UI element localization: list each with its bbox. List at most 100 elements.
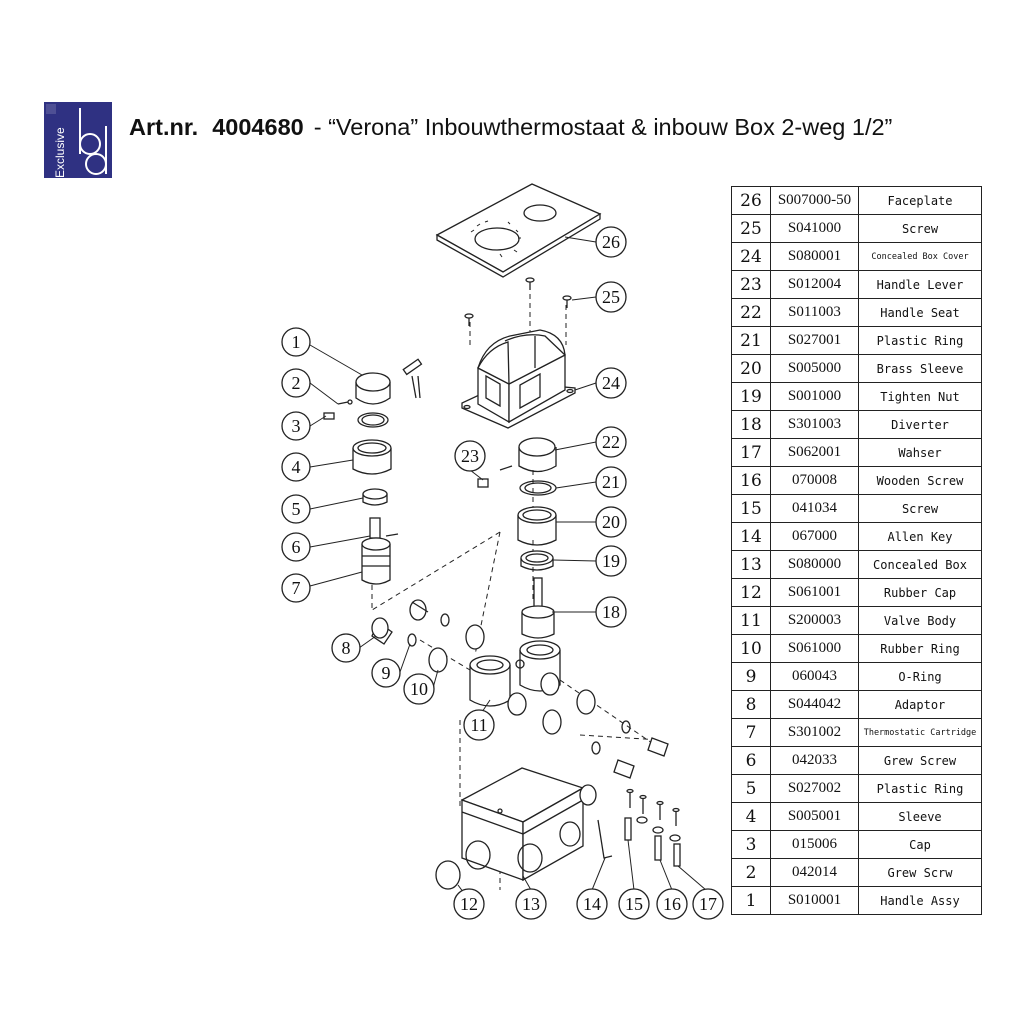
handle-seat-part [518,437,557,473]
box-cover-part [461,329,576,429]
part-code: S005001 [770,802,859,831]
part-name: Plastic Ring [858,326,982,355]
svg-text:6: 6 [292,537,301,557]
callout-17: 17 [692,888,724,920]
svg-text:21: 21 [602,472,620,492]
part-number: 13 [731,550,771,579]
callout-25: 25 [595,281,627,313]
callout-8: 8 [331,633,361,663]
part-number: 7 [731,718,771,747]
diverter-part [521,577,555,639]
part-name: Cap [858,830,982,859]
sleeve-part [352,439,392,475]
svg-text:26: 26 [602,232,620,252]
part-number: 22 [731,298,771,327]
brass-sleeve-part [517,506,557,546]
part-code: S010001 [770,886,859,915]
part-number: 3 [731,830,771,859]
callout-16: 16 [656,888,688,920]
callout-24: 24 [595,367,627,399]
part-number: 5 [731,774,771,803]
svg-text:8: 8 [342,638,351,658]
callout-21: 21 [595,466,627,498]
callout-labels: 1 2 3 4 5 6 7 8 9 10 11 12 13 14 15 16 1… [281,226,724,920]
svg-text:7: 7 [292,578,301,598]
part-code: S007000-50 [770,186,859,215]
page-title: Art.nr.4004680- “Verona” Inbouwthermosta… [129,114,892,141]
callout-leaders [309,236,707,901]
svg-text:5: 5 [292,499,301,519]
svg-text:9: 9 [382,663,391,683]
callout-14: 14 [576,888,608,920]
rubber-cap-part [435,860,461,890]
callout-11: 11 [463,709,495,741]
screws-washers-group [624,788,681,867]
valve-body-part [469,640,561,716]
part-name: Adaptor [858,690,982,719]
part-code: S200003 [770,606,859,635]
part-name: Sleeve [858,802,982,831]
part-name: Plastic Ring [858,774,982,803]
svg-text:18: 18 [602,602,620,622]
callout-5: 5 [281,494,311,524]
callout-15: 15 [618,888,650,920]
svg-text:25: 25 [602,287,620,307]
part-code: S012004 [770,270,859,299]
part-number: 16 [731,466,771,495]
callout-22: 22 [595,426,627,458]
svg-text:19: 19 [602,551,620,571]
thermostatic-cartridge-part [361,517,399,585]
svg-text:20: 20 [602,512,620,532]
product-description: - “Verona” Inbouwthermostaat & inbouw Bo… [313,114,893,140]
part-name: Grew Scrw [858,858,982,887]
faceplate-part [435,183,602,278]
part-code: S080001 [770,242,859,271]
plastic-ring-part [362,488,388,506]
part-name: Wahser [858,438,982,467]
exploded-view-diagram: 1 2 3 4 5 6 7 8 9 10 11 12 13 14 15 16 1… [281,183,724,920]
part-number: 4 [731,802,771,831]
part-code: 042033 [770,746,859,775]
part-name: Screw [858,214,982,243]
callout-9: 9 [371,658,401,688]
part-code: 015006 [770,830,859,859]
part-code: 060043 [770,662,859,691]
svg-text:17: 17 [699,894,717,914]
svg-text:1: 1 [292,332,301,352]
part-name: Diverter [858,410,982,439]
handle-assy-part [355,358,423,405]
concealed-box-part [460,767,597,882]
part-number: 25 [731,214,771,243]
adaptor-part [371,599,429,645]
allen-key-part [597,819,613,859]
svg-text:23: 23 [461,446,479,466]
part-name: Rubber Ring [858,634,982,663]
part-code: S301002 [770,718,859,747]
callout-20: 20 [595,506,627,538]
art-number: 4004680 [212,114,304,140]
part-number: 21 [731,326,771,355]
svg-text:13: 13 [522,894,540,914]
part-number: 1 [731,886,771,915]
part-code: S001000 [770,382,859,411]
part-code: S005000 [770,354,859,383]
callout-7: 7 [281,573,311,603]
part-name: Handle Seat [858,298,982,327]
part-code: 070008 [770,466,859,495]
bd-logo-mark-icon [46,104,107,175]
part-number: 6 [731,746,771,775]
